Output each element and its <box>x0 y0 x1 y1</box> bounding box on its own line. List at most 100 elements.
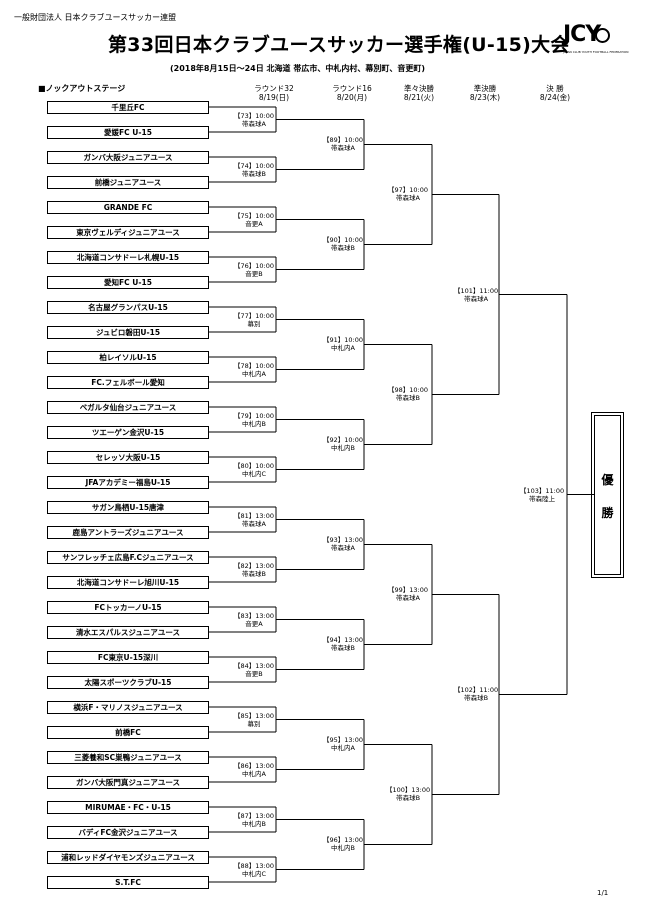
team-box: ガンバ大阪ジュニアユース <box>47 151 209 164</box>
round-header-qf: 準々決勝 8/21(火) <box>389 84 449 102</box>
team-box: FC.フェルボール愛知 <box>47 376 209 389</box>
round-date: 8/21(火) <box>403 93 435 102</box>
match-number: 【79】10:00 <box>234 412 275 420</box>
round-name: 準決勝 <box>473 84 497 93</box>
match-venue: 帯森球B <box>331 244 355 252</box>
match-number: 【89】10:00 <box>323 136 364 144</box>
team-box: 東京ヴェルディジュニアユース <box>47 226 209 239</box>
match-number: 【75】10:00 <box>234 212 275 220</box>
match-venue: 中札内C <box>241 870 267 878</box>
match-number: 【92】10:00 <box>323 436 364 444</box>
match-venue: 帯森球B <box>242 170 266 178</box>
match-venue: 帯森球A <box>331 144 355 152</box>
match-venue: 帯森球A <box>242 120 266 128</box>
section-title: ■ノックアウトステージ <box>38 84 126 93</box>
round-header-r32: ラウンド32 8/19(日) <box>244 84 304 102</box>
match-number: 【94】13:00 <box>323 636 364 644</box>
round-header-r16: ラウンド16 8/20(月) <box>322 84 382 102</box>
match-number: 【101】11:00 <box>454 287 499 295</box>
match-number: 【77】10:00 <box>234 312 275 320</box>
team-box: JFAアカデミー福島U-15 <box>47 476 209 489</box>
match-number: 【103】11:00 <box>520 487 565 495</box>
match-venue: 帯森陸上 <box>529 495 556 503</box>
match-venue: 幕別 <box>247 320 261 328</box>
team-box: 北海道コンサドーレ札幌U-15 <box>47 251 209 264</box>
match-number: 【85】13:00 <box>234 712 275 720</box>
team-box: MIRUMAE・FC・U-15 <box>47 801 209 814</box>
match-number: 【102】11:00 <box>454 686 499 694</box>
match-venue: 中札内C <box>241 470 267 478</box>
round-header-final: 決 勝 8/24(金) <box>525 84 585 102</box>
match-venue: 帯森球B <box>242 570 266 578</box>
match-venue: 中札内B <box>242 420 266 428</box>
team-box: 太陽スポーツクラブU-15 <box>47 676 209 689</box>
round-header-sf: 準決勝 8/23(木) <box>455 84 515 102</box>
match-number: 【93】13:00 <box>323 536 364 544</box>
team-box: 鹿島アントラーズジュニアユース <box>47 526 209 539</box>
match-venue: 中札内A <box>331 744 355 752</box>
team-box: セレッソ大阪U-15 <box>47 451 209 464</box>
team-box: 浦和レッドダイヤモンズジュニアユース <box>47 851 209 864</box>
match-venue: 中札内A <box>331 344 355 352</box>
round-name: 準々決勝 <box>404 84 434 93</box>
logo-subtext: JAPAN CLUB YOUTH FOOTBALL FEDERATION <box>563 50 629 54</box>
team-box: S.T.FC <box>47 876 209 889</box>
team-box: ジュビロ磐田U-15 <box>47 326 209 339</box>
match-venue: 中札内A <box>242 370 266 378</box>
team-box: 千里丘FC <box>47 101 209 114</box>
match-venue: 音更B <box>245 670 263 678</box>
match-venue: 幕別 <box>247 720 261 728</box>
page-title: 第33回日本クラブユースサッカー選手権(U-15)大会 <box>108 34 570 56</box>
match-number: 【84】13:00 <box>234 662 275 670</box>
match-venue: 音更B <box>245 270 263 278</box>
match-number: 【99】13:00 <box>388 586 429 594</box>
match-number: 【96】13:00 <box>323 836 364 844</box>
match-venue: 帯森球A <box>396 194 420 202</box>
round-date: 8/23(木) <box>469 93 501 102</box>
match-number: 【91】10:00 <box>323 336 364 344</box>
match-venue: 帯森球B <box>396 394 420 402</box>
team-box: 愛知FC U-15 <box>47 276 209 289</box>
match-venue: 帯森球A <box>464 295 489 303</box>
ball-icon <box>595 28 610 43</box>
logo-text: JCY <box>563 22 601 47</box>
match-number: 【95】13:00 <box>323 736 364 744</box>
team-box: 北海道コンサドーレ旭川U-15 <box>47 576 209 589</box>
match-venue: 帯森球A <box>242 520 266 528</box>
match-number: 【76】10:00 <box>234 262 275 270</box>
match-number: 【88】13:00 <box>234 862 275 870</box>
match-venue: 中札内B <box>242 820 266 828</box>
round-date: 8/24(金) <box>539 93 571 102</box>
round-name: ラウンド32 <box>254 84 294 93</box>
match-venue: 中札内A <box>242 770 266 778</box>
match-number: 【90】10:00 <box>323 236 364 244</box>
match-venue: 帯森球A <box>396 594 420 602</box>
match-number: 【100】13:00 <box>386 786 431 794</box>
organization-name: 一般財団法人 日本クラブユースサッカー連盟 <box>14 13 177 22</box>
team-box: 横浜F・マリノスジュニアユース <box>47 701 209 714</box>
round-date: 8/20(月) <box>336 93 368 102</box>
